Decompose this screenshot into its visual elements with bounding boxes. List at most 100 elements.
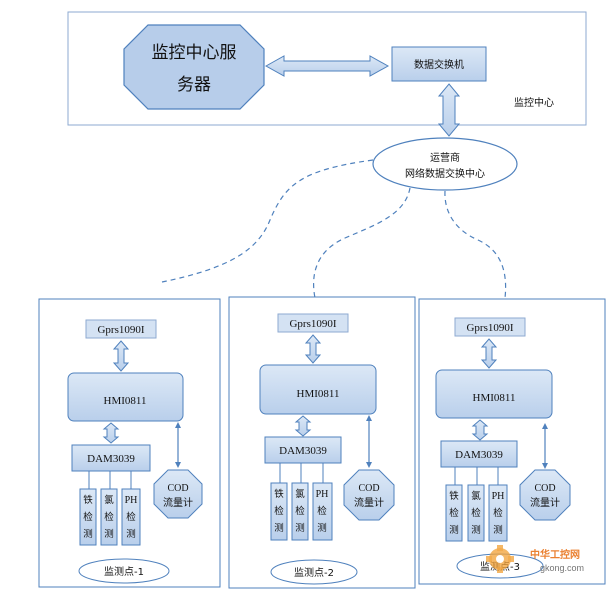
hmi-cod-arrow-head-bottom	[366, 462, 372, 468]
station-label-ellipse	[78, 558, 170, 584]
ph-sensor-box	[121, 488, 141, 546]
watermark: 中华工控网 gkong.com	[486, 545, 584, 573]
server-switch-double-arrow	[264, 55, 390, 77]
monitoring-center-label: 监控中心	[514, 96, 554, 109]
server-octagon	[123, 24, 265, 110]
carrier-label-line2: 网络数据交换中心	[405, 167, 485, 180]
hmi-dam-arrow	[471, 419, 489, 441]
ph-sensor-char2: 检	[493, 507, 503, 519]
gear-icon	[486, 545, 514, 573]
gprs-label: Gprs1090I	[97, 324, 144, 336]
gprs-hmi-arrow	[304, 334, 322, 364]
hmi-dam-arrow	[294, 415, 312, 437]
ph-sensor-char1: PH	[492, 491, 505, 502]
station-2: Gprs1090I HMI0811 DAM3039 铁 检 测 氯 检 测 PH…	[228, 296, 416, 589]
dam-box	[71, 444, 151, 472]
iron-sensor-char3: 测	[449, 525, 459, 536]
ph-sensor-char3: 测	[126, 529, 136, 540]
chlorine-sensor-char2: 检	[471, 507, 481, 519]
ph-sensor-char3: 测	[317, 523, 327, 534]
ph-sensor-char3: 测	[493, 525, 503, 536]
wireless-link-3	[444, 190, 507, 299]
iron-sensor-char2: 检	[83, 511, 93, 523]
server-label-line2: 务器	[177, 75, 211, 95]
dam-label: DAM3039	[279, 445, 327, 457]
flowmeter-label: 流量计	[163, 496, 193, 509]
data-switch-label: 数据交换机	[414, 58, 464, 71]
ph-sensor-char2: 检	[126, 511, 136, 523]
carrier-label-line1: 运营商	[430, 151, 460, 164]
hmi-box	[259, 364, 377, 415]
server-label-line1: 监控中心服	[152, 43, 237, 63]
chlorine-sensor-char3: 测	[104, 529, 114, 540]
station-label: 监测点-2	[294, 566, 334, 579]
iron-sensor-box	[270, 482, 288, 541]
hmi-label: HMI0811	[297, 388, 340, 400]
iron-sensor-char1: 铁	[274, 488, 284, 500]
chlorine-sensor-char1: 氯	[295, 488, 305, 500]
watermark-site-name: 中华工控网	[530, 548, 580, 561]
cod-flowmeter-octagon	[153, 469, 203, 519]
gprs-hmi-arrow	[112, 340, 130, 372]
chlorine-sensor-char3: 测	[295, 523, 305, 534]
hmi-cod-arrow-head-bottom	[175, 462, 181, 468]
data-switch-box	[391, 46, 487, 82]
gprs-box	[454, 317, 526, 337]
ph-sensor-char2: 检	[317, 505, 327, 517]
ph-sensor-box	[312, 482, 333, 541]
hmi-box	[435, 369, 553, 419]
hmi-dam-arrow	[102, 422, 120, 444]
ph-sensor-box	[488, 484, 508, 542]
chlorine-sensor-char1: 氯	[471, 490, 481, 502]
hmi-cod-arrow-head-top	[366, 415, 372, 421]
wireless-link-2	[313, 187, 411, 299]
cod-label: COD	[534, 483, 555, 494]
chlorine-sensor-box	[100, 488, 118, 546]
dam-box	[264, 436, 342, 464]
iron-sensor-box	[79, 488, 97, 546]
iron-sensor-char2: 检	[449, 507, 459, 519]
iron-sensor-char1: 铁	[449, 490, 459, 502]
ph-sensor-char1: PH	[125, 495, 138, 506]
station-label-ellipse	[270, 559, 358, 585]
switch-carrier-double-arrow	[437, 83, 461, 137]
cod-flowmeter-octagon	[343, 469, 395, 521]
station-label: 监测点-1	[104, 565, 144, 578]
station-1: Gprs1090I HMI0811 DAM3039 铁 检 测 氯 检 测 PH…	[38, 298, 221, 588]
cod-flowmeter-octagon	[519, 469, 571, 521]
hmi-cod-arrow-head-top	[542, 423, 548, 429]
gprs-hmi-arrow	[480, 338, 498, 369]
chlorine-sensor-box	[467, 484, 485, 542]
dam-box	[440, 440, 518, 468]
iron-sensor-box	[445, 484, 463, 542]
chlorine-sensor-char2: 检	[104, 511, 114, 523]
flowmeter-label: 流量计	[354, 496, 384, 509]
hmi-label: HMI0811	[473, 392, 516, 404]
watermark-domain: gkong.com	[540, 563, 584, 573]
gprs-label: Gprs1090I	[289, 318, 336, 330]
flowmeter-label: 流量计	[530, 496, 560, 509]
hmi-box	[67, 372, 184, 422]
chlorine-sensor-box	[291, 482, 309, 541]
carrier-ellipse	[372, 137, 518, 191]
chlorine-sensor-char3: 测	[471, 525, 481, 536]
cod-label: COD	[167, 483, 188, 494]
iron-sensor-char3: 测	[83, 529, 93, 540]
wireless-link-1	[161, 159, 374, 283]
chlorine-sensor-char1: 氯	[104, 494, 114, 506]
hmi-cod-arrow-head-bottom	[542, 463, 548, 469]
hmi-cod-arrow-head-top	[175, 422, 181, 428]
ph-sensor-char1: PH	[316, 489, 329, 500]
cod-label: COD	[358, 483, 379, 494]
iron-sensor-char1: 铁	[83, 494, 93, 506]
iron-sensor-char2: 检	[274, 505, 284, 517]
hmi-label: HMI0811	[104, 395, 147, 407]
iron-sensor-char3: 测	[274, 523, 284, 534]
station-3: Gprs1090I HMI0811 DAM3039 铁 检 测 氯 检 测 PH…	[418, 298, 606, 585]
gprs-label: Gprs1090I	[466, 322, 513, 334]
gprs-box	[85, 319, 157, 339]
dam-label: DAM3039	[87, 453, 135, 465]
chlorine-sensor-char2: 检	[295, 505, 305, 517]
gprs-box	[277, 313, 349, 333]
